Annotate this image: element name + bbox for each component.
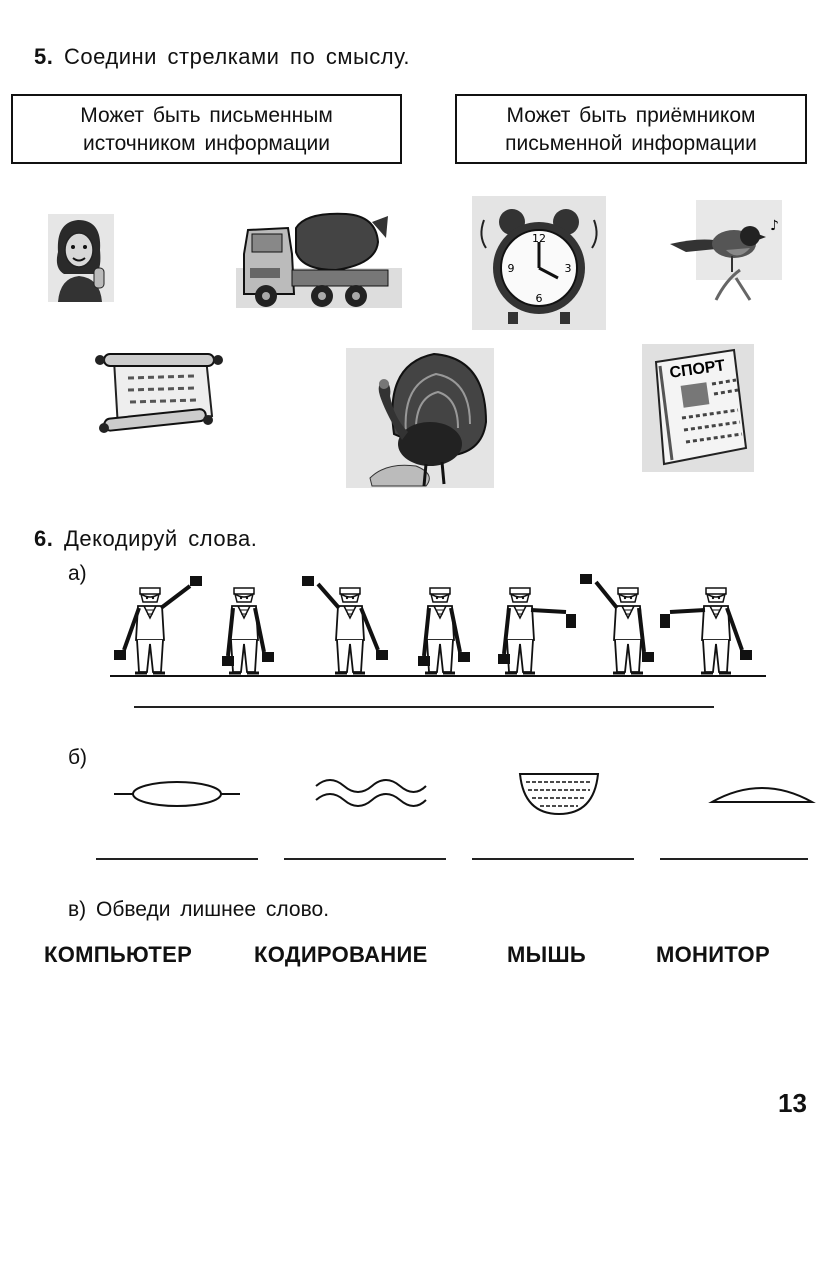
part-b-label: б) (68, 746, 88, 769)
hill-symbol-icon (708, 787, 816, 803)
svg-text:9: 9 (508, 262, 515, 275)
box-written-source: Может быть письменным источником информа… (11, 94, 402, 164)
svg-text:3: 3 (565, 262, 572, 275)
box-right-line-2: письменной информации (505, 132, 757, 155)
newspaper-icon: СПОРТ (642, 344, 754, 472)
alarm-clock-icon: 12 3 6 9 (472, 196, 606, 330)
swamp-bowl-symbol-icon (518, 773, 600, 816)
task6-number: 6. (34, 526, 54, 551)
svg-text:♪: ♪ (770, 218, 779, 234)
word-monitor[interactable]: МОНИТОР (656, 942, 770, 967)
answer-line-b2[interactable] (284, 858, 446, 860)
lake-river-symbol-icon (114, 781, 240, 807)
word-mouse[interactable]: МЫШЬ (507, 942, 586, 967)
box-right-line-1: Может быть приёмником (506, 104, 756, 127)
task5-number: 5. (34, 44, 54, 69)
page-number: 13 (778, 1088, 807, 1118)
part-a-label: а) (68, 562, 87, 585)
svg-text:6: 6 (536, 292, 543, 305)
word-computer[interactable]: КОМПЬЮТЕР (44, 942, 193, 967)
task5-title: 5. Соедини стрелками по смыслу. (34, 44, 410, 70)
answer-line-b3[interactable] (472, 858, 634, 860)
part-c-label: в) Обведи лишнее слово. (68, 898, 330, 921)
svg-text:12: 12 (532, 232, 546, 245)
task6-text: Декодируй слова. (63, 526, 258, 551)
box-written-receiver: Может быть приёмником письменной информа… (455, 94, 807, 164)
waves-symbol-icon (315, 779, 427, 807)
scroll-icon (95, 353, 223, 433)
girl-icon (48, 214, 114, 302)
concrete-mixer-truck-icon (236, 212, 402, 308)
box-left-line-1: Может быть письменным (80, 104, 333, 127)
task5-text: Соедини стрелками по смыслу. (63, 44, 411, 69)
box-left-line-2: источником информации (82, 132, 331, 155)
task6-title: 6. Декодируй слова. (34, 526, 257, 552)
answer-line-b1[interactable] (96, 858, 258, 860)
semaphore-sailors (110, 574, 766, 677)
word-coding[interactable]: КОДИРОВАНИЕ (254, 942, 428, 967)
answer-line-b4[interactable] (660, 858, 808, 860)
answer-line-a[interactable] (134, 706, 714, 708)
turkey-icon (346, 348, 494, 488)
bird-icon: ♪ (670, 200, 782, 301)
